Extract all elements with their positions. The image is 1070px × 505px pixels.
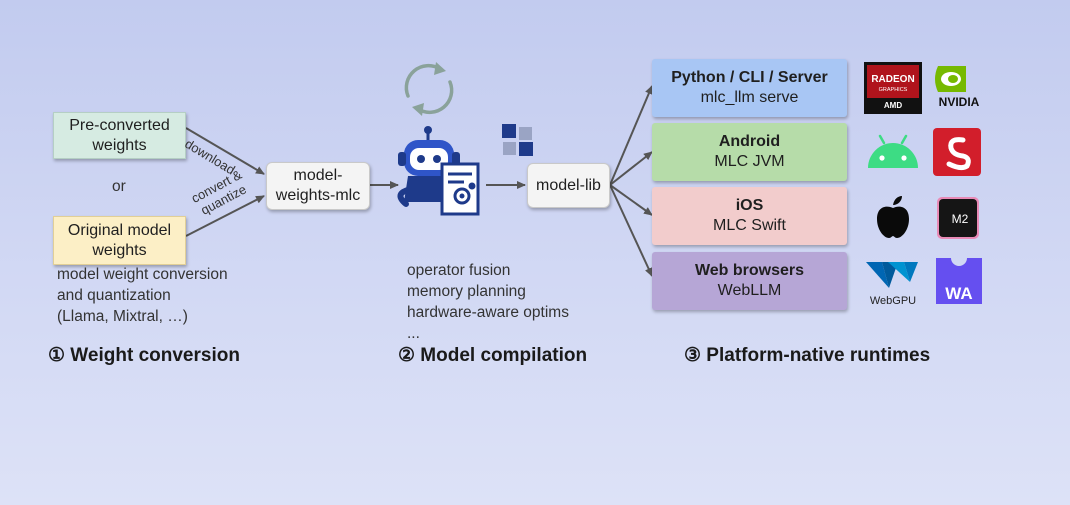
original-line-1: Original model <box>67 221 172 239</box>
optim-ellipsis: ... <box>407 325 420 342</box>
arrow-lib-to-web <box>609 184 653 277</box>
model-lib-box: model-lib <box>527 163 610 208</box>
description-line-2: and quantization <box>57 287 171 304</box>
weights-box-line-1: model- <box>293 167 343 184</box>
amd-radeon-logo-icon: RADEON GRAPHICS AMD <box>864 62 922 114</box>
refresh-cycle-icon <box>404 62 454 116</box>
step-model-compilation: ② Model compilation <box>398 345 588 366</box>
webassembly-text: WA <box>945 284 972 303</box>
platform-ios-title: iOS <box>735 197 764 214</box>
arrow-lib-to-python <box>609 85 653 186</box>
original-line-2: weights <box>92 241 147 259</box>
platform-web-box: Web browsers WebLLM <box>652 252 847 310</box>
original-weights-box: Original model weights <box>53 216 186 265</box>
description-line-3: (Llama, Mixtral, …) <box>57 308 188 325</box>
nvidia-text: NVIDIA <box>939 95 980 109</box>
description-line-1: model weight conversion <box>57 266 228 283</box>
compilation-optimizations: operator fusion memory planning hardware… <box>407 260 569 344</box>
android-logo-icon <box>868 134 918 168</box>
preconverted-line-1: Pre-converted <box>69 116 170 134</box>
mlc-logo-icon <box>502 124 533 156</box>
platform-android-title: Android <box>718 133 781 150</box>
platform-python-box: Python / CLI / Server mlc_llm serve <box>652 59 847 117</box>
preconverted-line-2: weights <box>92 136 147 154</box>
step-weight-conversion: ① Weight conversion <box>48 345 240 366</box>
platform-ios-subtitle: MLC Swift <box>713 217 786 234</box>
optim-memory-planning: memory planning <box>407 283 526 300</box>
apple-logo-icon <box>877 196 909 238</box>
platform-android-box: Android MLC JVM <box>652 123 847 181</box>
arrow-lib-to-ios <box>609 184 653 216</box>
nvidia-logo-icon: NVIDIA <box>935 66 980 109</box>
optim-operator-fusion: operator fusion <box>407 262 511 279</box>
m2-chip-text: M2 <box>952 212 969 226</box>
preconverted-weights-box: Pre-converted weights <box>53 112 186 159</box>
webgpu-logo-icon: WebGPU <box>866 262 918 307</box>
or-label: or <box>112 178 126 195</box>
step-platform-runtimes: ③ Platform-native runtimes <box>684 345 931 366</box>
platform-ios-box: iOS MLC Swift <box>652 187 847 245</box>
platform-python-title: Python / CLI / Server <box>671 69 828 86</box>
model-weights-mlc-box: model- weights-mlc <box>266 162 370 210</box>
amd-text: AMD <box>884 101 902 110</box>
radeon-text: RADEON <box>871 74 914 85</box>
platform-web-subtitle: WebLLM <box>717 282 782 299</box>
platform-web-title: Web browsers <box>694 262 805 279</box>
qualcomm-snapdragon-logo-icon <box>933 128 981 176</box>
platform-python-subtitle: mlc_llm serve <box>700 89 799 106</box>
arrow-download <box>185 127 265 175</box>
optim-hardware-aware: hardware-aware optims <box>407 304 569 321</box>
weights-box-line-2: weights-mlc <box>275 187 361 204</box>
radeon-graphics-text: GRAPHICS <box>879 87 908 93</box>
arrow-lib-to-android <box>609 151 653 186</box>
weight-conversion-description: model weight conversion and quantization… <box>57 264 228 327</box>
arrow-convert <box>185 195 265 237</box>
robot-compiler-icon <box>397 126 480 216</box>
apple-m2-chip-icon: M2 <box>937 197 979 239</box>
webassembly-logo-icon: WA <box>936 258 982 304</box>
webgpu-text: WebGPU <box>870 295 916 307</box>
platform-android-subtitle: MLC JVM <box>714 153 785 170</box>
model-lib-label: model-lib <box>536 176 601 194</box>
